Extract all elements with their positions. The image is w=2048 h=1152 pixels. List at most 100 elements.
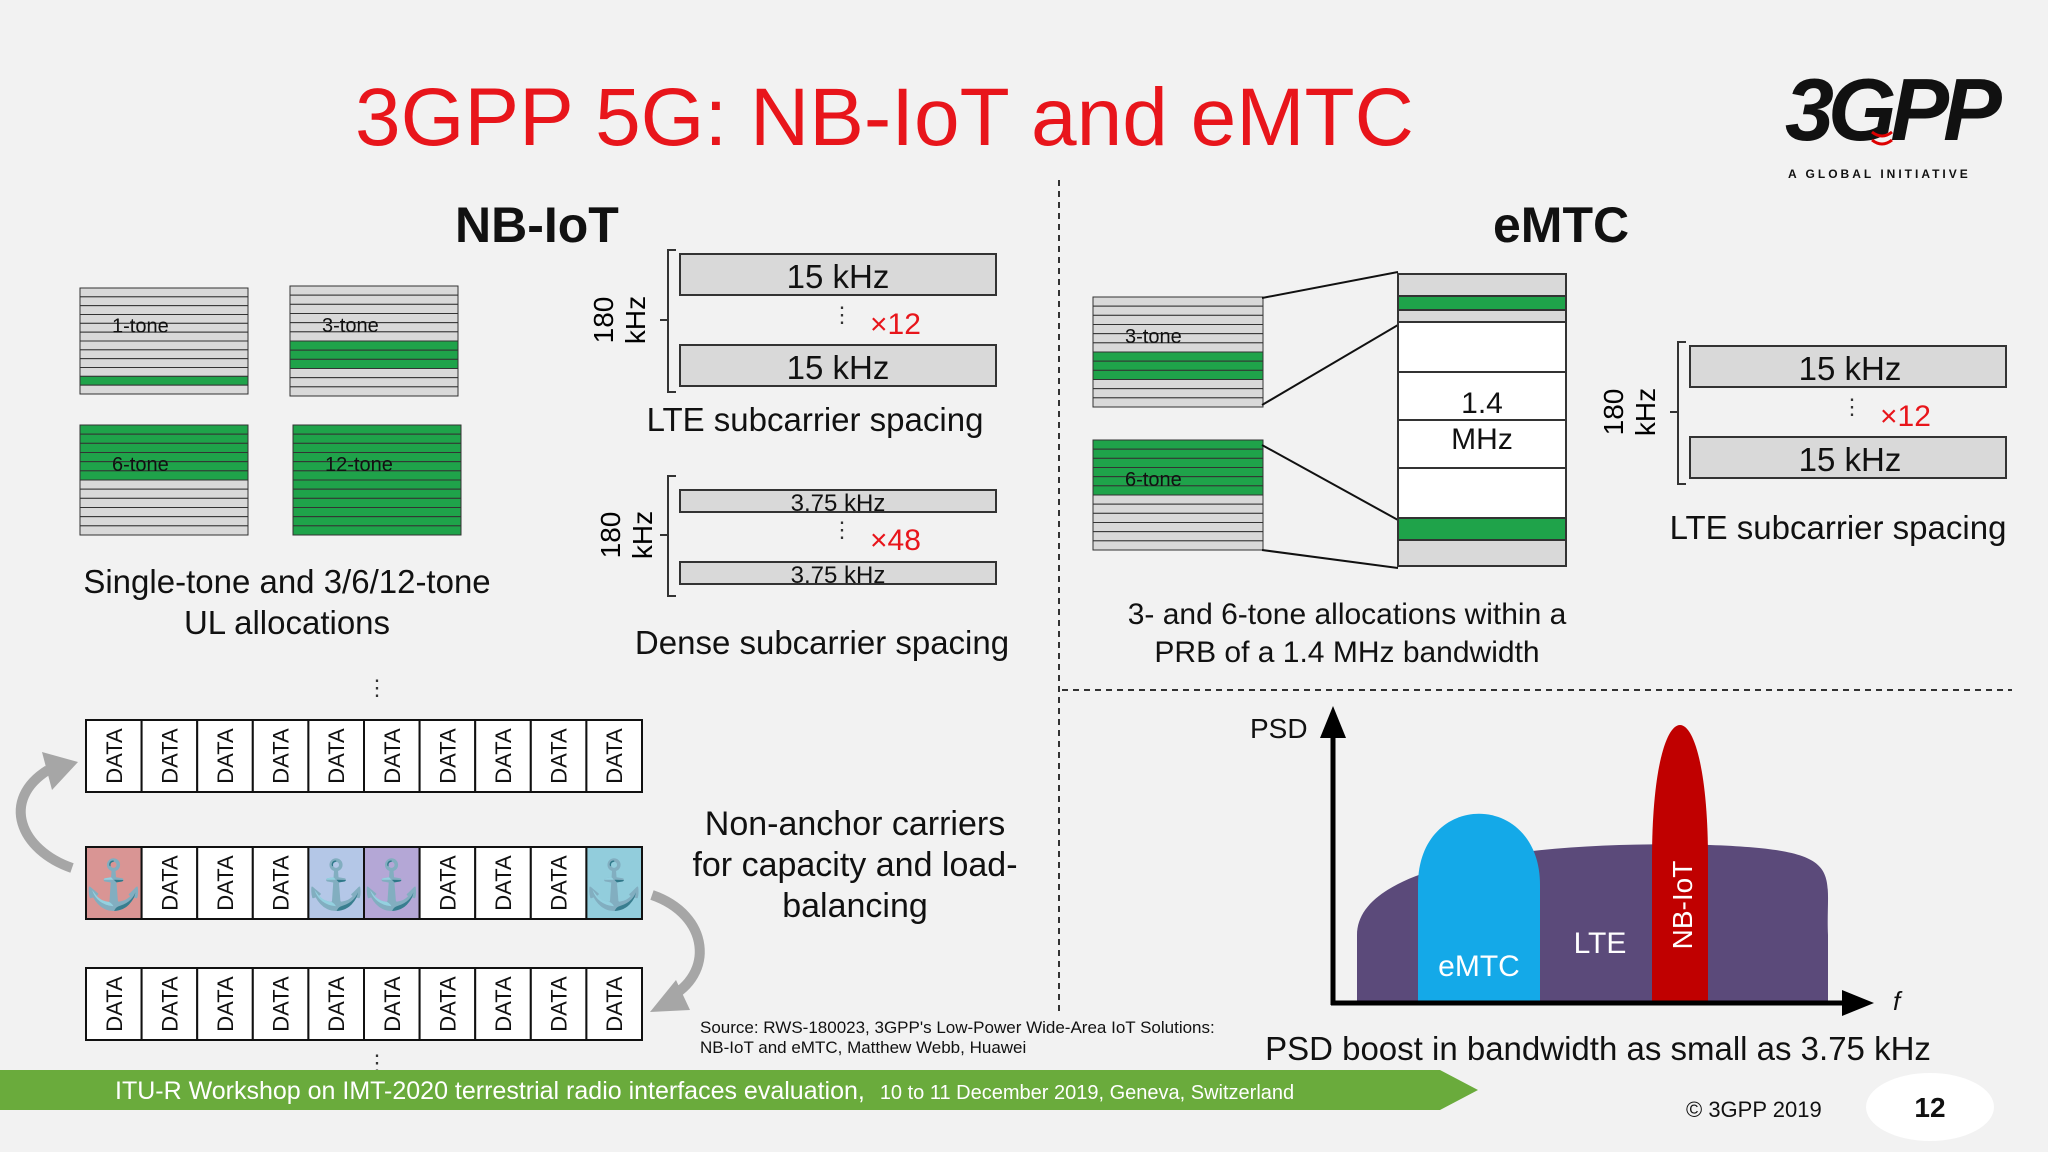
tone-row — [79, 525, 249, 536]
anchor-icon: ⚓ — [584, 857, 644, 912]
emtc-lte-bottom-label: 15 kHz — [1799, 441, 1902, 478]
tone-row — [79, 358, 249, 368]
psd-emtc-band — [1418, 813, 1540, 1002]
tone-row — [289, 285, 459, 296]
data-cell: DATA — [474, 719, 532, 793]
nbiot-tone-block-1-tone: 1-tone — [79, 287, 249, 395]
tone-label: 3-tone — [322, 315, 379, 337]
rows-ellipsis-top-icon: ⋮ — [366, 675, 388, 700]
lte-axis-label-unit: kHz — [620, 296, 651, 344]
footer-date: 10 to 11 December 2019, Geneva, Switzerl… — [880, 1082, 1294, 1104]
data-cell: DATA — [363, 719, 421, 793]
slide-title: 3GPP 5G: NB-IoT and eMTC — [355, 72, 1414, 163]
tone-row — [1092, 522, 1264, 533]
data-cell: DATA — [196, 846, 254, 920]
carrier-arrow-left-icon — [15, 765, 74, 873]
data-cell-label: DATA — [491, 855, 516, 911]
tone-row-allocated — [292, 507, 462, 518]
anchor-cell: ⚓ — [584, 846, 644, 920]
psd-x-arrow-icon — [1842, 990, 1874, 1016]
data-cell-label: DATA — [491, 728, 516, 784]
source-line2: NB-IoT and eMTC, Matthew Webb, Huawei — [700, 1038, 1026, 1057]
data-cell-label: DATA — [269, 728, 294, 784]
nbiot-tone-block-3-tone: 3-tone — [289, 285, 459, 397]
data-cell: DATA — [418, 967, 477, 1041]
data-cell-label: DATA — [269, 855, 294, 911]
tone-row — [79, 497, 249, 509]
tone-row-allocated — [292, 479, 462, 490]
data-cell: DATA — [196, 967, 254, 1041]
nbiot-lte-spacing: 180 kHz 15 kHz ⋮ ×12 15 kHz LTE subcarri… — [588, 249, 997, 438]
data-cell: DATA — [529, 719, 588, 793]
dense-ellipsis-icon: ⋮ — [831, 517, 853, 542]
tone-row-allocated — [292, 488, 462, 499]
data-cell-label: DATA — [102, 728, 127, 784]
carrier-arrow-left-head-icon — [42, 752, 78, 790]
emtc-tone-block-6-tone: 6-tone — [1092, 439, 1264, 551]
psd-diagram: PSD f eMTC LTE NB-IoT PSD boost in bandw… — [1250, 706, 1931, 1067]
lte-top-label: 15 kHz — [787, 258, 890, 295]
tone-label: 12-tone — [325, 454, 393, 476]
tone-row-allocated — [292, 497, 462, 509]
tone-row — [79, 479, 249, 490]
data-cell: DATA — [529, 846, 588, 920]
emtc-caption-line2: PRB of a 1.4 MHz bandwidth — [1154, 636, 1539, 669]
tone-row-allocated — [292, 424, 462, 435]
data-cell-label: DATA — [491, 976, 516, 1032]
tone-row — [79, 507, 249, 518]
anchor-icon: ⚓ — [306, 857, 366, 912]
data-cell-label: DATA — [213, 855, 238, 911]
data-cell: DATA — [140, 719, 199, 793]
carrier-arrow-right-head-icon — [650, 980, 690, 1012]
data-cell: DATA — [585, 719, 644, 793]
lte-axis-label-num: 180 — [588, 297, 619, 344]
tone-row — [79, 305, 249, 315]
tone-row — [1092, 540, 1264, 551]
data-cell: DATA — [85, 719, 143, 793]
emtc-lte-spacing: 180 kHz 15 kHz ⋮ ×12 15 kHz LTE subcarri… — [1598, 341, 2007, 546]
tone-row-allocated — [289, 358, 459, 370]
psd-y-arrow-icon — [1320, 706, 1346, 738]
data-cell: DATA — [140, 846, 199, 920]
tone-row-allocated — [79, 424, 249, 435]
tone-row — [289, 377, 459, 388]
data-cell-label: DATA — [435, 855, 460, 911]
emtc-tone-blocks: 3-tone 6-tone — [1092, 296, 1264, 551]
data-cell: DATA — [251, 967, 310, 1041]
data-cell-label: DATA — [547, 976, 572, 1032]
data-cell-label: DATA — [157, 855, 182, 911]
logo-tagline: A GLOBAL INITIATIVE — [1788, 167, 1971, 181]
dense-top-label: 3.75 kHz — [791, 490, 886, 517]
psd-caption: PSD boost in bandwidth as small as 3.75 … — [1265, 1030, 1931, 1067]
dense-axis-label-unit: kHz — [627, 511, 658, 559]
tone-row-allocated — [79, 375, 249, 386]
lte-ellipsis-icon: ⋮ — [831, 302, 853, 327]
data-cell: DATA — [85, 967, 143, 1041]
data-cell-label: DATA — [157, 976, 182, 1032]
prb-label-value: 1.4 — [1461, 387, 1503, 420]
tone-label: 3-tone — [1125, 326, 1182, 348]
data-cell: DATA — [140, 967, 199, 1041]
dense-axis-label-num: 180 — [595, 512, 626, 559]
tone-row — [1092, 379, 1264, 390]
tone-row — [289, 303, 459, 315]
tone-row — [79, 367, 249, 377]
emtc-lte-ellipsis-icon: ⋮ — [1841, 394, 1863, 419]
psd-lte-label: LTE — [1574, 927, 1627, 960]
anchor-icon: ⚓ — [362, 857, 422, 912]
tone-row — [1092, 314, 1264, 326]
emtc-lte-top-label: 15 kHz — [1799, 350, 1902, 387]
footer-text: ITU-R Workshop on IMT-2020 terrestrial r… — [115, 1077, 1294, 1105]
psd-emtc-label: eMTC — [1438, 950, 1520, 983]
tone-row — [289, 294, 459, 305]
anchor-cell: ⚓ — [84, 846, 144, 920]
prb-label-unit: MHz — [1451, 423, 1513, 456]
tone-row-allocated — [1092, 351, 1264, 362]
data-cell: DATA — [307, 719, 365, 793]
psd-y-label: PSD — [1250, 713, 1308, 744]
non-anchor-line1: Non-anchor carriers — [705, 805, 1005, 843]
tone-row — [289, 386, 459, 397]
data-cell-label: DATA — [547, 728, 572, 784]
data-cell-label: DATA — [324, 976, 349, 1032]
